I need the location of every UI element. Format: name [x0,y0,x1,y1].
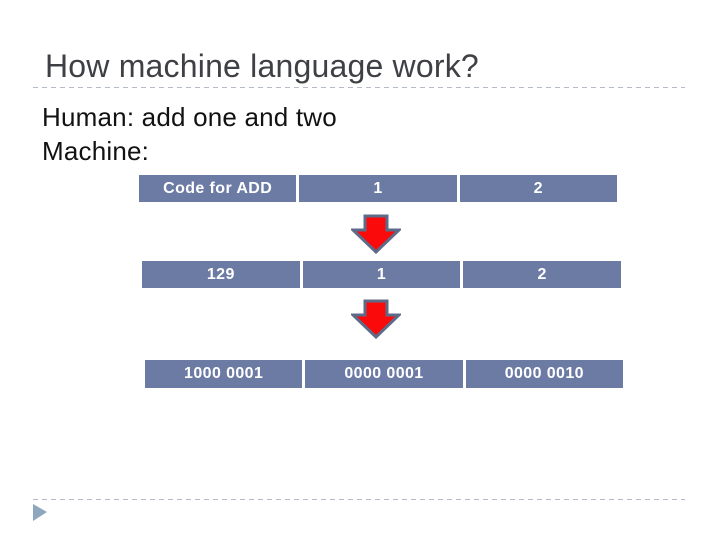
body-line-human: Human: add one and two [42,102,337,132]
table-cell: 129 [142,261,300,288]
footer-divider [33,499,685,500]
table-cell: 0000 0001 [305,360,463,388]
table-cell: 1 [302,261,461,288]
table-cell: 2 [463,261,622,288]
table-row-binary: 1000 0001 0000 0001 0000 0010 [145,360,623,388]
table-row-decimal: 129 1 2 [142,261,622,288]
table-cell: Code for ADD [139,175,297,202]
block-arrow-down-icon [351,214,401,254]
block-arrow-down-icon [351,299,401,339]
triangle-right-icon [33,504,47,521]
title-divider [33,87,685,88]
table-cell: 0000 0010 [465,360,623,388]
body-line-machine: Machine: [42,136,150,166]
table-cell: 1 [299,175,457,202]
slide-title: How machine language work? [45,48,479,84]
table-cell: 1000 0001 [145,360,303,388]
table-cell: 2 [459,175,617,202]
table-row-code: Code for ADD 1 2 [139,175,617,202]
